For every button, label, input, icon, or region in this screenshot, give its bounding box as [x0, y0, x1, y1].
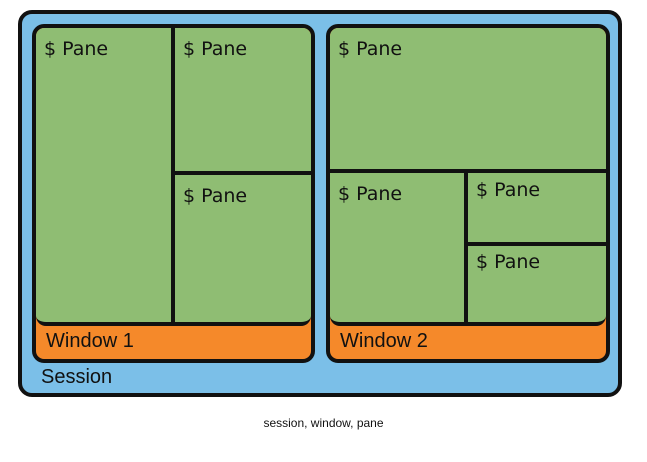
window-1-panes: $ Pane $ Pane $ Pane — [36, 28, 311, 326]
pane-box: $ Pane — [330, 28, 606, 169]
pane-divider-vertical — [464, 173, 468, 322]
pane-box: $ Pane — [175, 28, 311, 171]
window-2-label: Window 2 — [340, 330, 428, 352]
pane-box: $ Pane — [330, 173, 464, 322]
figure-caption: session, window, pane — [263, 416, 384, 430]
pane-box: $ Pane — [468, 173, 606, 242]
pane-box: $ Pane — [36, 28, 171, 322]
window-2-box: $ Pane $ Pane $ Pane $ Pane Window 2 — [326, 24, 610, 363]
pane-divider-horizontal — [468, 242, 606, 246]
window-1-label: Window 1 — [46, 330, 134, 352]
pane-divider-horizontal — [330, 169, 606, 173]
pane-divider-horizontal — [175, 171, 311, 175]
session-label: Session — [41, 366, 113, 388]
pane-label: $ Pane — [476, 251, 541, 273]
pane-label: $ Pane — [338, 183, 403, 205]
pane-label: $ Pane — [338, 38, 403, 60]
session-box: $ Pane $ Pane $ Pane Window 1 $ Pane — [18, 10, 622, 397]
window-1-box: $ Pane $ Pane $ Pane Window 1 — [32, 24, 315, 363]
window-2-panes: $ Pane $ Pane $ Pane $ Pane — [330, 28, 606, 326]
pane-label: $ Pane — [183, 185, 248, 207]
pane-label: $ Pane — [476, 179, 541, 201]
pane-box: $ Pane — [175, 175, 311, 322]
pane-box: $ Pane — [468, 246, 606, 322]
pane-divider-vertical — [171, 28, 175, 322]
pane-label: $ Pane — [183, 38, 248, 60]
pane-label: $ Pane — [44, 38, 109, 60]
